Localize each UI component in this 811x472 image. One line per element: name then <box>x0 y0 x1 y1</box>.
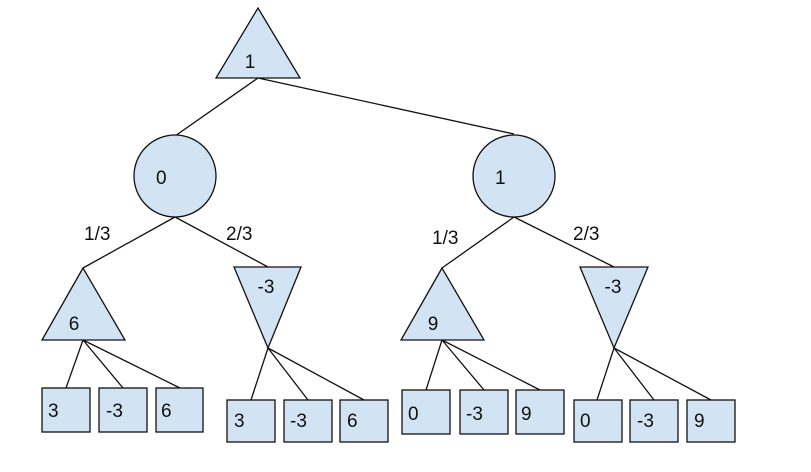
leaf-a3-value: 6 <box>161 401 172 422</box>
root-max-node <box>214 6 302 79</box>
edge-chance-right-to-min-d <box>513 216 615 268</box>
leaf-c2-value: -3 <box>466 404 483 425</box>
edge-min-d-to-leaf-1 <box>596 347 615 401</box>
chance-node-left <box>133 134 217 218</box>
edge-chance-left-to-min-b <box>174 216 269 268</box>
leaf-d2 <box>629 399 679 443</box>
leaf-b3 <box>339 399 389 443</box>
leaf-c1-value: 0 <box>408 404 419 425</box>
edge-min-d-to-leaf-2 <box>613 347 655 401</box>
leaf-a2 <box>98 387 148 433</box>
leaf-b2-value: -3 <box>290 411 307 432</box>
edge-min-b-to-leaf-2 <box>267 347 309 401</box>
leaf-a2-value: -3 <box>106 401 123 422</box>
leaf-c2 <box>459 389 509 435</box>
leaf-b1 <box>226 399 276 443</box>
leaf-c3-value: 9 <box>521 404 532 425</box>
leaf-b1-value: 3 <box>234 411 245 432</box>
probability-label-left-chance-left: 1/3 <box>84 224 110 245</box>
max-node-a-value: 6 <box>69 314 80 335</box>
leaf-c1 <box>401 389 451 435</box>
leaf-a3 <box>155 387 204 433</box>
probability-label-left-chance-right: 2/3 <box>226 224 252 245</box>
max-node-a <box>40 266 127 341</box>
max-node-c-value: 9 <box>428 314 439 335</box>
edge-max-c-to-leaf-2 <box>441 339 485 391</box>
leaf-a1 <box>41 387 91 433</box>
min-node-b <box>233 266 302 350</box>
edge-min-d-to-leaf-3 <box>613 347 712 401</box>
chance-node-left-value: 0 <box>156 168 167 189</box>
chance-node-right <box>472 134 556 218</box>
edge-min-b-to-leaf-1 <box>250 347 269 401</box>
probability-label-right-chance-left: 1/3 <box>432 228 458 249</box>
leaf-c3 <box>515 389 565 435</box>
edge-max-c-to-leaf-1 <box>425 339 443 391</box>
leaf-d1 <box>573 399 623 443</box>
edge-root-to-chance-left <box>174 77 259 137</box>
min-node-d-value: -3 <box>605 277 622 298</box>
probability-label-right-chance-right: 2/3 <box>573 224 599 245</box>
leaf-b2 <box>283 399 333 443</box>
chance-node-right-value: 1 <box>495 168 506 189</box>
root-node-value: 1 <box>245 52 256 73</box>
edge-max-c-to-leaf-3 <box>441 339 541 391</box>
leaf-b3-value: 6 <box>347 411 358 432</box>
edge-max-a-to-leaf-1 <box>65 339 84 389</box>
leaf-d1-value: 0 <box>580 411 591 432</box>
min-node-d <box>579 266 649 350</box>
leaf-d2-value: -3 <box>637 411 654 432</box>
leaf-d3-value: 9 <box>694 411 705 432</box>
leaf-a1-value: 3 <box>48 401 59 422</box>
edge-chance-right-to-max-c <box>441 216 515 269</box>
edge-min-b-to-leaf-3 <box>267 347 365 401</box>
edge-chance-left-to-max-a <box>82 216 176 269</box>
max-node-c <box>399 266 486 341</box>
leaf-d3 <box>686 399 736 443</box>
edge-root-to-chance-right <box>257 77 515 135</box>
min-node-b-value: -3 <box>258 277 275 298</box>
edge-max-a-to-leaf-3 <box>82 339 181 389</box>
edge-max-a-to-leaf-2 <box>82 339 124 389</box>
